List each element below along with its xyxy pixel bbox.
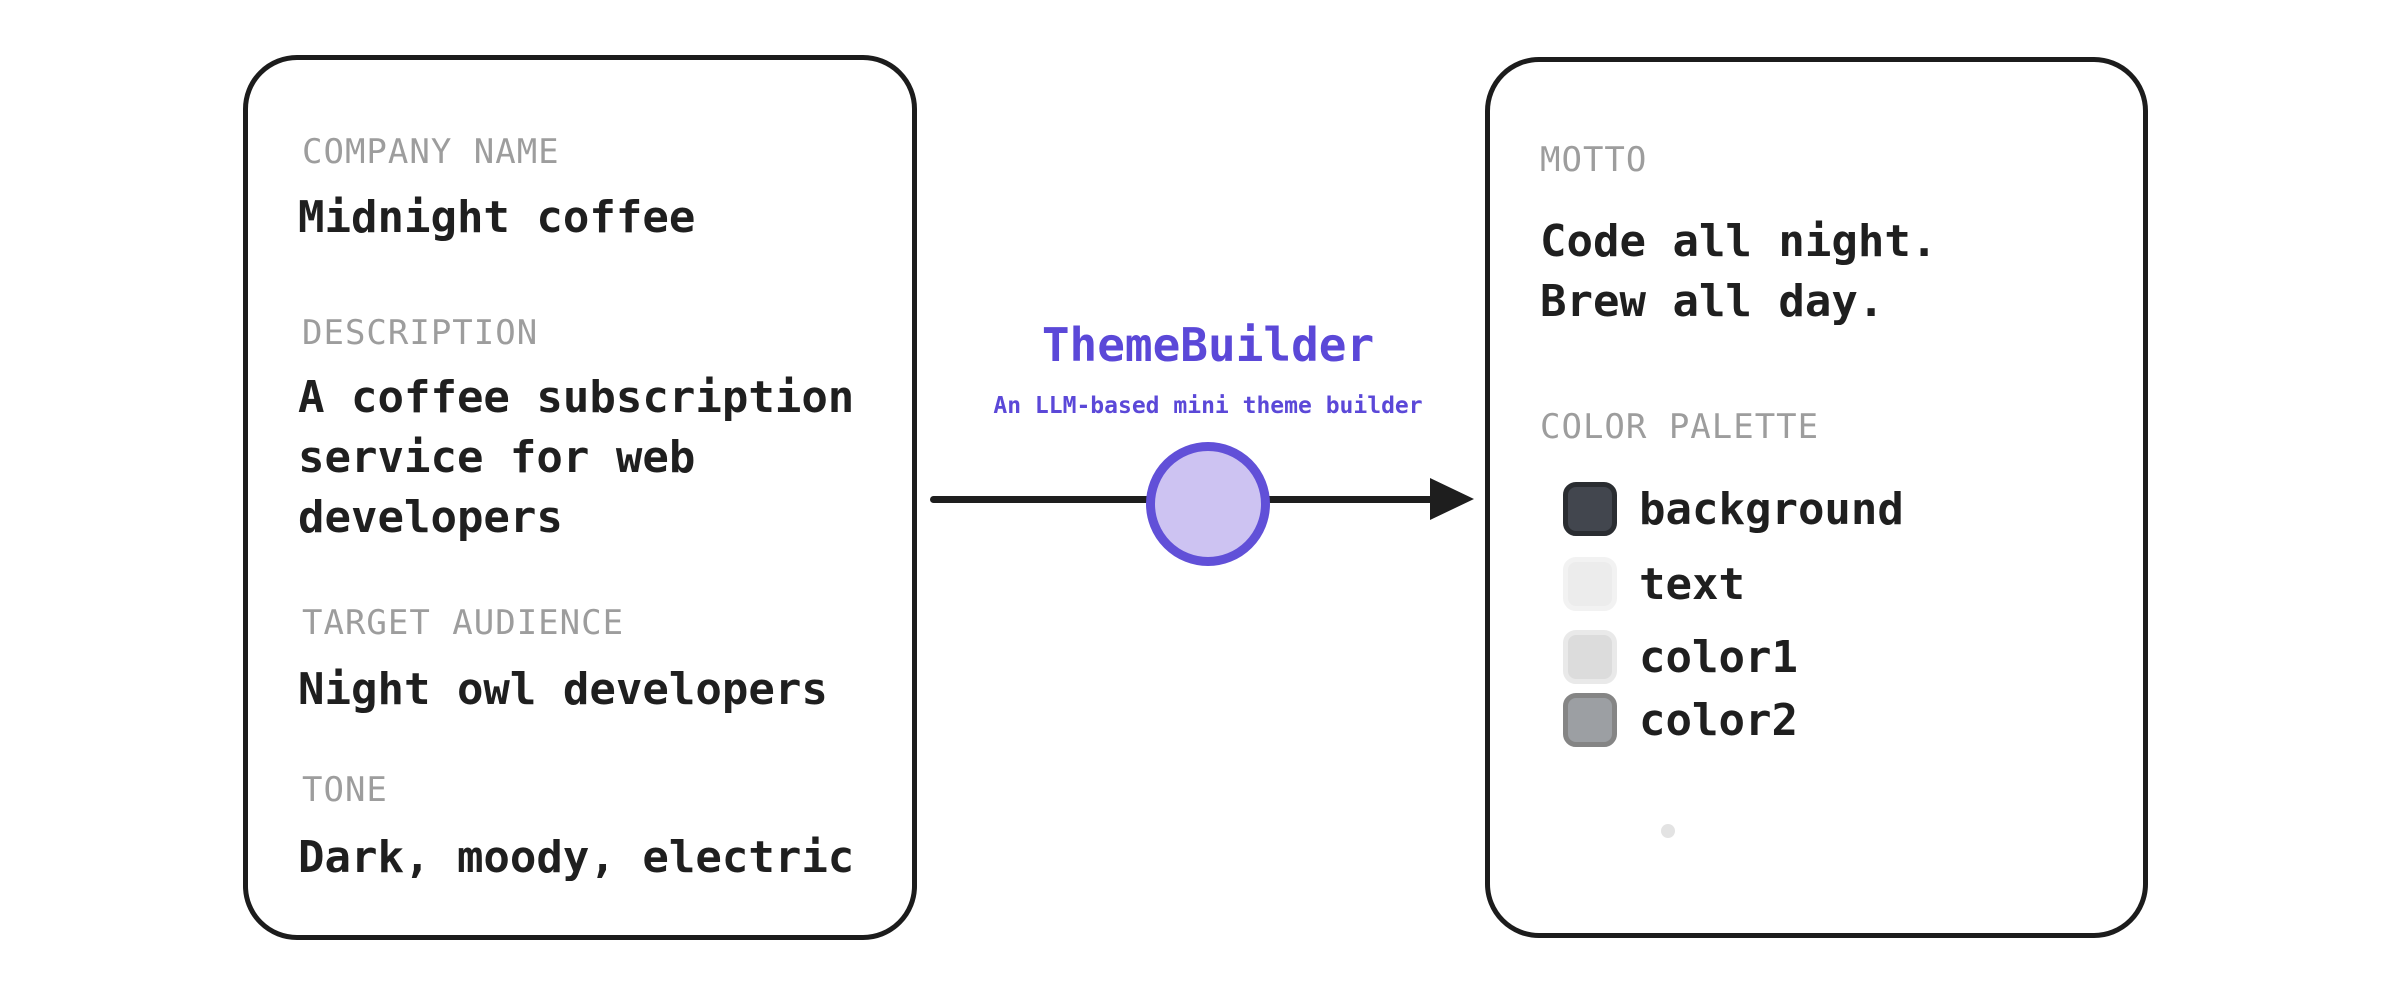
palette-row-color2: color2	[1563, 693, 1798, 747]
palette-color-name: text	[1639, 558, 1745, 610]
palette-color-name: background	[1639, 483, 1904, 535]
processor-node	[1146, 442, 1270, 566]
motto-label: MOTTO	[1540, 140, 1648, 180]
flow-arrow-head-icon	[1430, 478, 1474, 520]
tone-value: Dark, moody, electric	[298, 832, 855, 883]
decorative-dot	[1661, 824, 1675, 838]
text-swatch-icon	[1563, 557, 1617, 611]
processor-title: ThemeBuilder	[1041, 318, 1375, 372]
background-swatch-icon	[1563, 482, 1617, 536]
palette-row-background: background	[1563, 482, 1904, 536]
palette-row-text: text	[1563, 557, 1745, 611]
input-card: COMPANY NAME Midnight coffee DESCRIPTION…	[243, 55, 917, 940]
palette-row-color1: color1	[1563, 630, 1798, 684]
target-audience-value: Night owl developers	[298, 664, 828, 715]
output-card: MOTTO Code all night. Brew all day. COLO…	[1485, 57, 2148, 938]
processor-subtitle: An LLM-based mini theme builder	[993, 393, 1423, 419]
target-audience-label: TARGET AUDIENCE	[302, 603, 625, 643]
color-palette-label: COLOR PALETTE	[1540, 407, 1820, 447]
description-label: DESCRIPTION	[302, 313, 539, 353]
palette-color-name: color2	[1639, 694, 1798, 746]
motto-value: Code all night. Brew all day.	[1540, 216, 1938, 327]
company-name-label: COMPANY NAME	[302, 132, 560, 172]
palette-color-name: color1	[1639, 631, 1798, 683]
color1-swatch-icon	[1563, 630, 1617, 684]
company-name-value: Midnight coffee	[298, 192, 696, 243]
color2-swatch-icon	[1563, 693, 1617, 747]
tone-label: TONE	[302, 770, 388, 810]
description-value: A coffee subscription service for web de…	[298, 372, 855, 543]
